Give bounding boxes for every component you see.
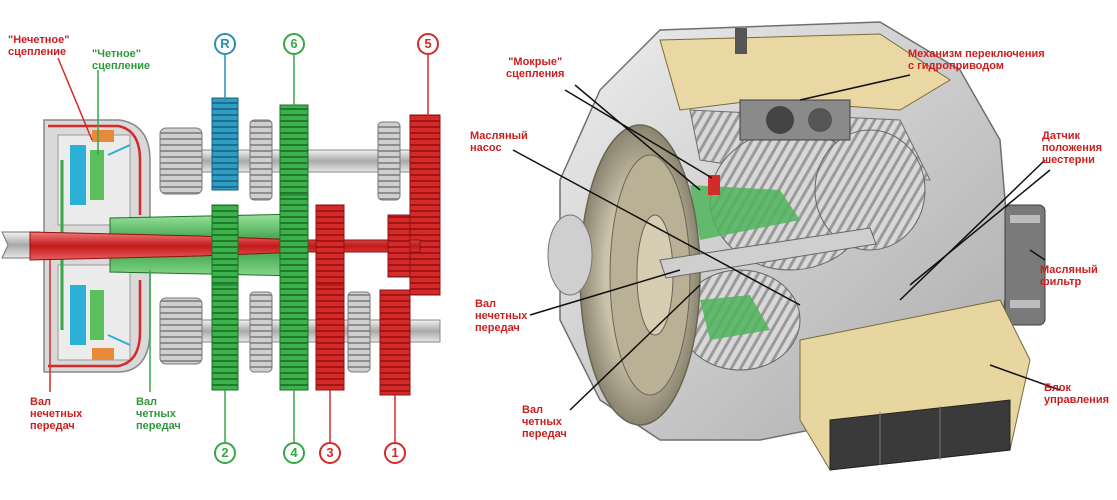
gear-badge-6: 6 [283, 33, 305, 55]
label-shift-mechanism: Механизм переключения с гидроприводом [908, 48, 1045, 72]
control-unit-shape [799, 299, 1031, 471]
gear-badge-5: 5 [417, 33, 439, 55]
gear-badge-3: 3 [319, 442, 341, 464]
gear-badge-4: 4 [283, 442, 305, 464]
gear-6-upper [279, 104, 309, 196]
upper-synchronizers [159, 119, 401, 201]
dsg-schematic [1, 55, 441, 442]
gear-2-lower [211, 284, 239, 391]
oil-filter-shape [1004, 204, 1046, 326]
gear-2-center [211, 204, 239, 286]
label-oil-filter: Масляный фильтр [1040, 264, 1098, 288]
main-shaft-cutaway [659, 227, 877, 279]
label-gear-sensor: Датчик положения шестерни [1042, 130, 1103, 166]
label-oil-pump: Масляный насос [470, 130, 528, 154]
clutch-disc [547, 124, 701, 426]
shift-mechanism-shape [735, 28, 851, 141]
gear-4-lower [279, 294, 309, 391]
gear-reverse-upper [211, 97, 239, 191]
label-odd-clutch: "Нечетное" сцепление [8, 34, 70, 58]
gear-3-lower [315, 284, 345, 391]
clutch-housing [43, 119, 151, 373]
gear-1-center [387, 214, 411, 278]
label-even-clutch: "Четное" сцепление [92, 48, 151, 72]
label-odd-shaft-left: Вал нечетных передач [30, 396, 83, 432]
gear-badge-2: 2 [214, 442, 236, 464]
label-even-shaft-right: Вал четных передач [522, 404, 567, 440]
lower-synchronizers [159, 291, 371, 373]
label-control-unit: Блок управления [1044, 382, 1110, 406]
transmission-housing [559, 21, 1011, 441]
gear-4-6-center [279, 194, 309, 296]
gear-5-upper [409, 114, 441, 296]
label-wet-clutches: "Мокрые" сцепления [506, 56, 565, 80]
label-odd-shaft-right: Вал нечетных передач [475, 298, 528, 334]
gear-badge-1: 1 [384, 442, 406, 464]
gear-badge-reverse: R [214, 33, 236, 55]
callout-lines [512, 74, 1061, 411]
gear-1-lower [379, 289, 411, 396]
label-even-shaft-left: Вал четных передач [136, 396, 181, 432]
gear-3-center [315, 204, 345, 286]
